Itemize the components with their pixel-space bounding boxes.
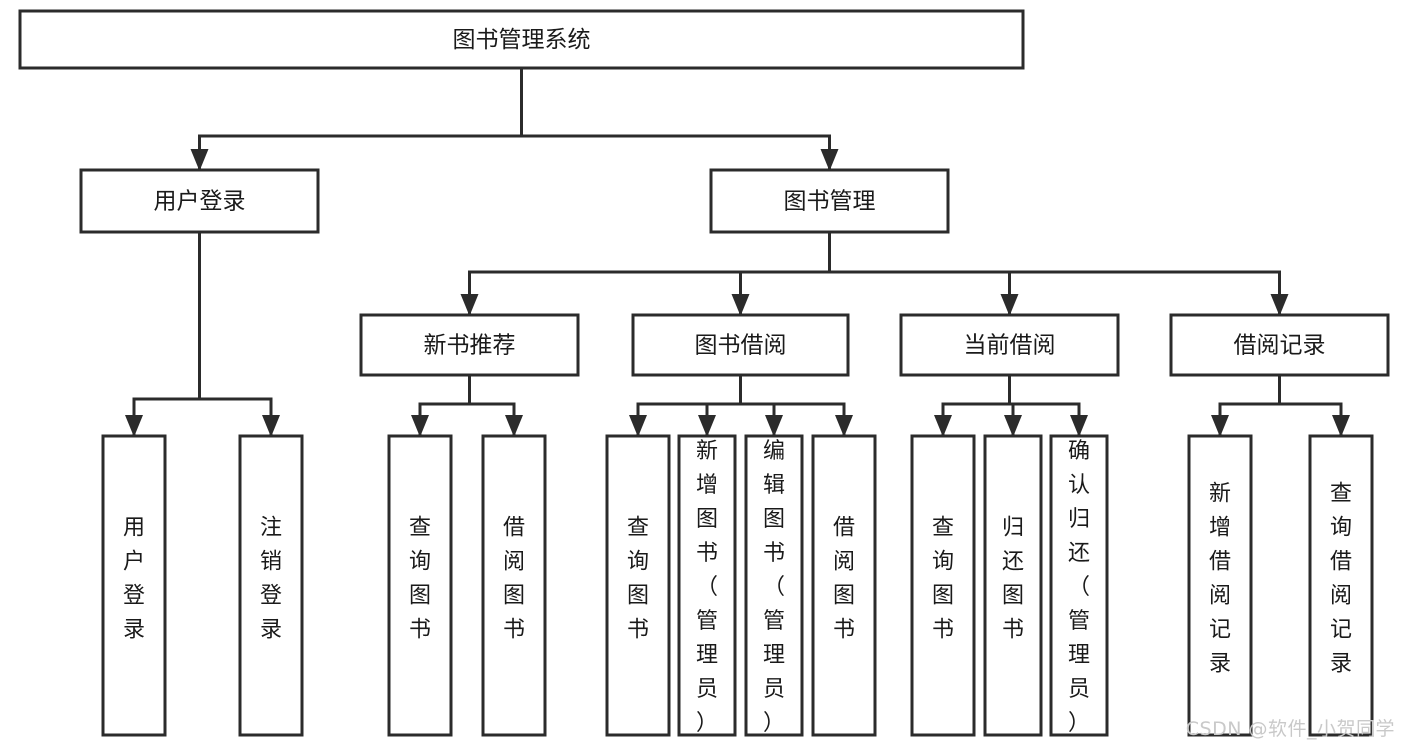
node-level3-1[interactable]: 图书借阅 xyxy=(631,313,850,377)
node-level3-0[interactable]: 新书推荐 xyxy=(359,313,580,377)
node-level3-3-label: 借阅记录 xyxy=(1234,333,1326,359)
node-level3-2-rect[interactable] xyxy=(899,313,1120,377)
edge-layer xyxy=(125,66,1350,437)
node-leaf-5-rect[interactable] xyxy=(677,434,737,737)
node-level3-2[interactable]: 当前借阅 xyxy=(899,313,1120,377)
node-leaf-12[interactable]: 查询借阅记录 xyxy=(1308,434,1374,737)
node-leaf-9-rect[interactable] xyxy=(983,434,1043,737)
node-leaf-7-rect[interactable] xyxy=(811,434,877,737)
arrow-head-icon xyxy=(125,415,143,437)
arrow-head-icon xyxy=(460,294,479,316)
node-leaf-2-rect[interactable] xyxy=(387,434,453,737)
node-leaf-1[interactable]: 注销登录 xyxy=(238,434,304,737)
node-leaf-7[interactable]: 借阅图书 xyxy=(811,434,877,737)
node-leaf-0-label: 用户登录 xyxy=(123,516,145,643)
node-root-label: 图书管理系统 xyxy=(453,27,591,53)
node-level3-1-rect[interactable] xyxy=(631,313,850,377)
arrow-head-icon xyxy=(1070,415,1088,437)
node-leaf-10-rect[interactable] xyxy=(1049,434,1109,737)
node-leaf-11[interactable]: 新增借阅记录 xyxy=(1187,434,1253,737)
node-level3-2-label: 当前借阅 xyxy=(964,333,1056,359)
arrow-head-icon xyxy=(835,415,853,437)
node-leaf-5-label: 新增图书（管理员） xyxy=(696,439,718,736)
arrow-head-icon xyxy=(820,149,839,171)
arrow-head-icon xyxy=(190,149,209,171)
node-leaf-6-rect[interactable] xyxy=(744,434,804,737)
node-leaf-1-label: 注销登录 xyxy=(260,516,282,643)
node-leaf-4-rect[interactable] xyxy=(605,434,671,737)
node-leaf-8-rect[interactable] xyxy=(910,434,976,737)
node-level2-0[interactable]: 用户登录 xyxy=(79,168,320,234)
node-leaf-11-rect[interactable] xyxy=(1187,434,1253,737)
node-leaf-3-label: 借阅图书 xyxy=(503,516,525,643)
node-level3-3[interactable]: 借阅记录 xyxy=(1169,313,1390,377)
node-leaf-5[interactable]: 新增图书（管理员） xyxy=(677,434,737,737)
node-leaf-10[interactable]: 确认归还（管理员） xyxy=(1049,434,1109,737)
node-level2-1-label: 图书管理 xyxy=(784,189,876,215)
arrow-head-icon xyxy=(629,415,647,437)
node-leaf-0[interactable]: 用户登录 xyxy=(101,434,167,737)
node-level2-1[interactable]: 图书管理 xyxy=(709,168,950,234)
arrow-head-icon xyxy=(731,294,750,316)
arrow-head-icon xyxy=(698,415,716,437)
node-leaf-2[interactable]: 查询图书 xyxy=(387,434,453,737)
arrow-head-icon xyxy=(1332,415,1350,437)
arrow-head-icon xyxy=(1211,415,1229,437)
node-leaf-12-rect[interactable] xyxy=(1308,434,1374,737)
node-leaf-4-label: 查询图书 xyxy=(627,516,649,643)
node-level2-0-label: 用户登录 xyxy=(154,189,246,215)
arrow-head-icon xyxy=(765,415,783,437)
node-leaf-6[interactable]: 编辑图书（管理员） xyxy=(744,434,804,737)
arrow-head-icon xyxy=(1004,415,1022,437)
node-leaf-2-label: 查询图书 xyxy=(409,516,431,643)
node-leaf-9[interactable]: 归还图书 xyxy=(983,434,1043,737)
node-root-rect[interactable] xyxy=(18,9,1025,70)
node-leaf-8-label: 查询图书 xyxy=(932,516,954,643)
node-layer: 图书管理系统用户登录图书管理新书推荐图书借阅当前借阅借阅记录用户登录注销登录查询… xyxy=(18,9,1390,737)
node-leaf-3-rect[interactable] xyxy=(481,434,547,737)
arrow-head-icon xyxy=(262,415,280,437)
node-leaf-3[interactable]: 借阅图书 xyxy=(481,434,547,737)
node-level3-3-rect[interactable] xyxy=(1169,313,1390,377)
node-level3-0-label: 新书推荐 xyxy=(424,333,516,359)
node-leaf-1-rect[interactable] xyxy=(238,434,304,737)
arrow-head-icon xyxy=(411,415,429,437)
node-root[interactable]: 图书管理系统 xyxy=(18,9,1025,70)
arrow-head-icon xyxy=(934,415,952,437)
node-level3-1-label: 图书借阅 xyxy=(695,333,787,359)
node-leaf-10-label: 确认归还（管理员） xyxy=(1068,439,1090,736)
node-leaf-12-label: 查询借阅记录 xyxy=(1330,482,1352,677)
node-level3-0-rect[interactable] xyxy=(359,313,580,377)
arrow-head-icon xyxy=(1270,294,1289,316)
node-leaf-7-label: 借阅图书 xyxy=(833,516,855,643)
node-leaf-6-label: 编辑图书（管理员） xyxy=(763,439,785,736)
node-leaf-8[interactable]: 查询图书 xyxy=(910,434,976,737)
node-leaf-0-rect[interactable] xyxy=(101,434,167,737)
node-level2-1-rect[interactable] xyxy=(709,168,950,234)
node-leaf-9-label: 归还图书 xyxy=(1002,516,1024,643)
arrow-head-icon xyxy=(505,415,523,437)
node-leaf-4[interactable]: 查询图书 xyxy=(605,434,671,737)
node-leaf-11-label: 新增借阅记录 xyxy=(1209,482,1231,677)
arrow-head-icon xyxy=(1000,294,1019,316)
node-level2-0-rect[interactable] xyxy=(79,168,320,234)
